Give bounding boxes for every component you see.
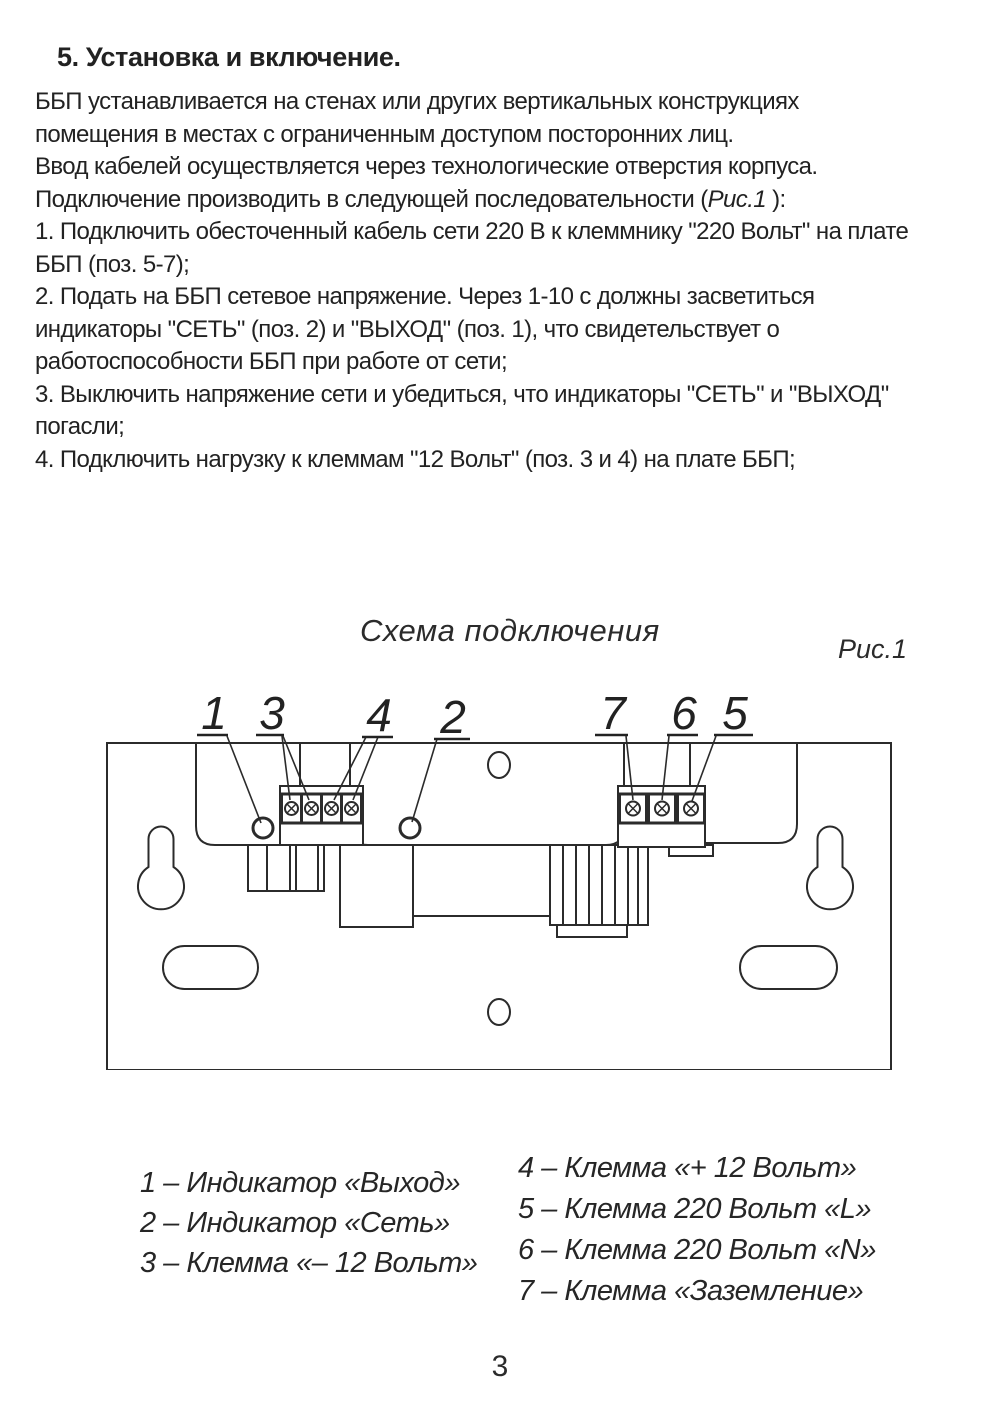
legend-item-2: 2 – Индикатор «Сеть» [140, 1207, 450, 1239]
legend-item-1: 1 – Индикатор «Выход» [140, 1167, 460, 1199]
legend-item-3: 3 – Клемма «– 12 Вольт» [140, 1247, 478, 1279]
figure-reference: Рис.1 [707, 185, 767, 213]
terminal-block-220v [617, 785, 706, 848]
legend-right-column: 4 – Клемма «+ 12 Вольт» 5 – Клемма 220 В… [518, 1148, 876, 1312]
callout-1: 1 [201, 687, 227, 739]
indicator-output [251, 816, 275, 840]
hole-bottom-center [487, 998, 511, 1026]
figure-title: Схема подключения [360, 613, 660, 648]
slot-bottom-left [162, 945, 259, 990]
screw-terminal-icon [625, 800, 699, 817]
transformer [549, 844, 649, 938]
steps-list: 1. Подключить обесточенный кабель сети 2… [35, 218, 909, 473]
keyhole-right [806, 825, 854, 911]
callout-4: 4 [366, 689, 392, 741]
callout-leaders [226, 735, 717, 824]
slot-bottom-right [739, 945, 838, 990]
legend-item-4: 4 – Клемма «+ 12 Вольт» [518, 1152, 857, 1184]
hole-top-center [487, 751, 511, 779]
figure-caption: Рис.1 [838, 634, 908, 664]
callout-5: 5 [722, 687, 748, 739]
paragraph-install: ББП устанавливается на стенах или других… [35, 88, 818, 180]
page-number: 3 [491, 1350, 509, 1383]
callout-underlines [197, 733, 753, 741]
legend-item-6: 6 – Клемма 220 Вольт «N» [518, 1234, 876, 1266]
callout-numbers: 1 3 4 2 7 6 5 [201, 687, 748, 743]
callout-6: 6 [671, 687, 697, 739]
callout-3: 3 [259, 687, 285, 739]
wiring-diagram: 1 3 4 2 7 6 5 [106, 687, 892, 1070]
mounting-holes [137, 751, 854, 1026]
component-block [339, 844, 414, 928]
callout-7: 7 [600, 687, 627, 739]
legend-item-7: 7 – Клемма «Заземление» [518, 1275, 864, 1307]
indicators [251, 816, 422, 840]
terminal-block-12v [279, 785, 364, 846]
legend-item-5: 5 – Клемма 220 Вольт «L» [518, 1193, 872, 1225]
paragraph-sequence: Подключение производить в следующей посл… [35, 184, 987, 217]
relay-pins [247, 844, 325, 892]
keyhole-left [137, 825, 185, 911]
pcb-components [247, 844, 714, 938]
callout-2: 2 [439, 691, 466, 743]
indicator-power [398, 816, 422, 840]
body-text: ББП устанавливается на стенах или других… [35, 86, 987, 476]
sequence-suffix: ): [766, 185, 786, 213]
section-heading: 5. Установка и включение. [57, 42, 401, 72]
pcb-outline [195, 742, 798, 846]
sequence-prefix: Подключение производить в следующей посл… [35, 185, 708, 213]
legend-left-column: 1 – Индикатор «Выход» 2 – Индикатор «Сет… [140, 1163, 478, 1283]
screw-terminal-icon [284, 801, 359, 816]
